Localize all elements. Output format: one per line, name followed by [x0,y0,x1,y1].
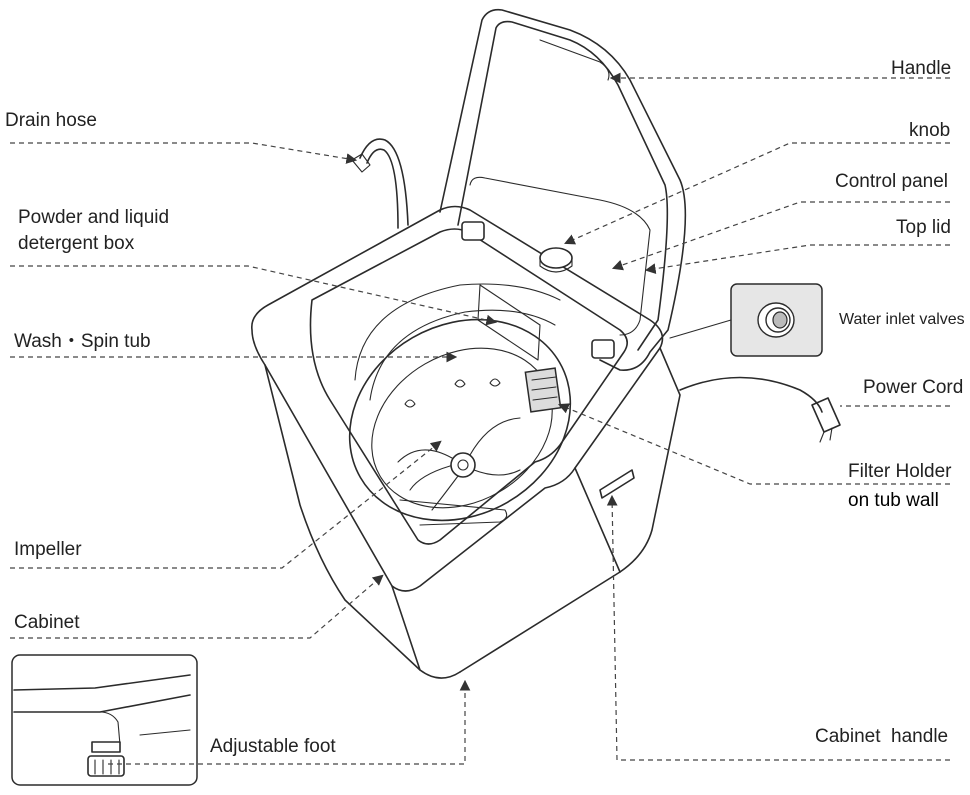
drain-hose [351,138,409,229]
label-drain-hose: Drain hose [5,110,97,131]
label-power-cord: Power Cord [863,377,964,398]
power-cord [679,376,841,443]
label-water-inlet-valves: Water inlet valves [839,311,965,328]
label-top-lid: Top lid [896,217,951,238]
label-cabinet-handle: Cabinet handle [815,726,949,747]
adjustable-foot-inset [11,654,198,786]
label-handle: Handle [891,58,952,79]
label-filter-holder-line1: Filter Holder [848,461,952,482]
label-wash-spin-tub: Wash・Spin tub [14,331,151,352]
cabinet-body [251,205,681,679]
label-knob: knob [909,120,951,141]
top-lid [439,8,687,371]
water-inlet-inset [669,283,823,357]
label-filter-holder-line2: on tub wall [848,490,939,511]
label-detergent-box-line2: detergent box [18,233,135,254]
label-impeller: Impeller [14,539,82,560]
label-cabinet: Cabinet [14,612,80,633]
leader-lines [10,72,950,765]
label-adjustable-foot: Adjustable foot [210,736,336,757]
label-detergent-box-line1: Powder and liquid [18,207,170,228]
label-control-panel: Control panel [835,171,949,192]
